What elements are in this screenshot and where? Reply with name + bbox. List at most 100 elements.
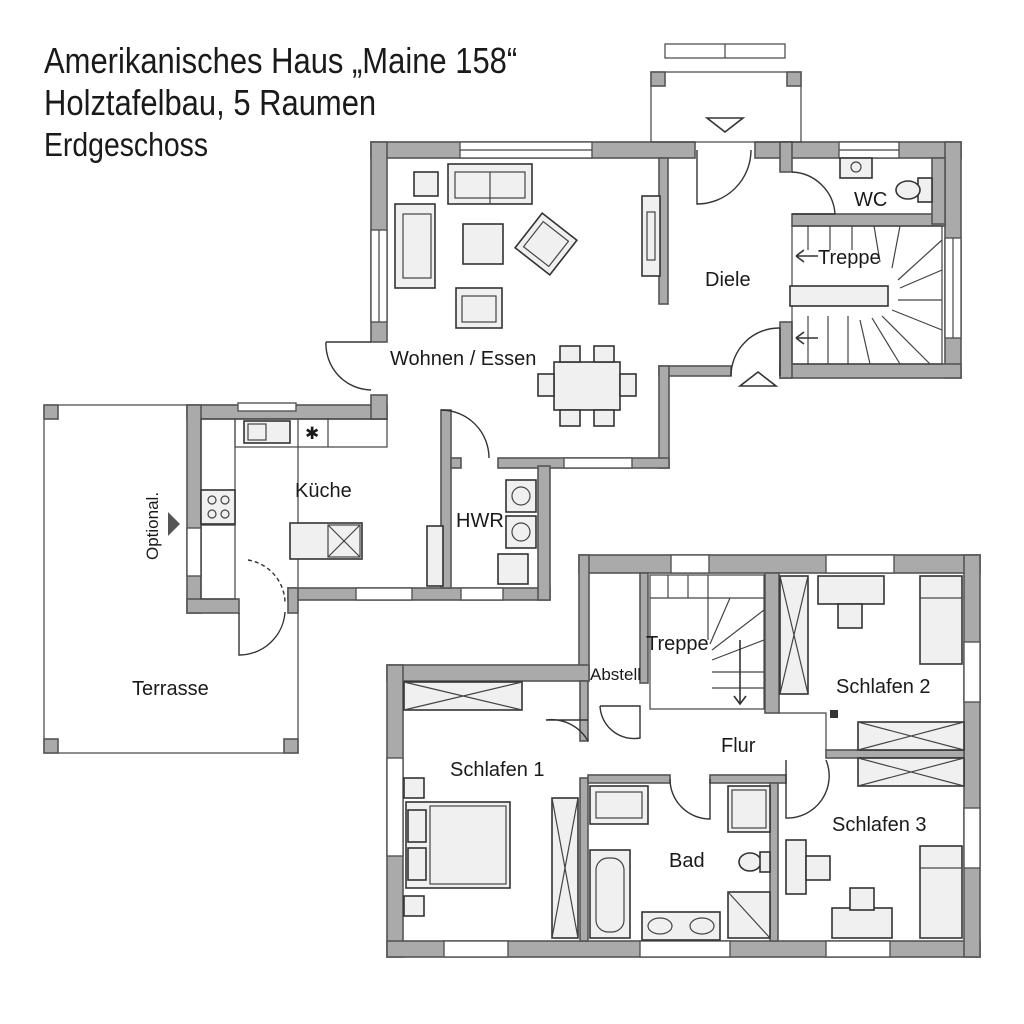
coffee-table	[462, 223, 504, 265]
wall	[791, 213, 946, 227]
window	[460, 587, 504, 601]
lower-windows	[386, 554, 981, 958]
sofa	[394, 203, 436, 289]
shower	[727, 785, 771, 833]
desk	[831, 907, 893, 939]
kitchen-door-swing	[247, 559, 286, 605]
label-bad: Bad	[669, 850, 705, 872]
light-switch	[830, 710, 838, 718]
label-schlafen1: Schlafen 1	[450, 759, 545, 781]
schlafen1-door	[545, 718, 589, 742]
bad-door	[669, 778, 711, 820]
bathroom-fixtures	[589, 785, 771, 941]
wall	[450, 457, 462, 469]
wall	[537, 465, 551, 601]
chair	[619, 373, 637, 397]
cabinet	[497, 553, 529, 585]
wc-door	[791, 171, 836, 215]
label-kueche: Küche	[295, 480, 352, 502]
wall	[287, 587, 551, 601]
window	[563, 457, 633, 469]
wall	[825, 749, 965, 759]
wall	[779, 363, 962, 379]
front-door	[696, 149, 752, 205]
kitchen-door	[238, 611, 286, 656]
upper-doors	[238, 149, 836, 656]
wall	[779, 141, 793, 173]
chair	[837, 603, 863, 629]
terrace	[43, 404, 299, 754]
label-optional: Optional.	[143, 492, 162, 560]
porch-outline	[650, 71, 802, 143]
wall	[587, 774, 671, 784]
chair	[849, 887, 875, 911]
label-hwr: HWR	[456, 510, 504, 532]
window	[443, 940, 509, 958]
stair-arrow-icon	[795, 331, 805, 345]
label-flur: Flur	[721, 735, 756, 757]
wall	[931, 157, 946, 225]
label-wc: WC	[854, 189, 887, 211]
lower-walls	[386, 554, 981, 958]
hwr-fixtures	[497, 479, 537, 585]
plan-title: Amerikanisches Haus „Maine 158“	[44, 40, 518, 81]
abstell-door	[599, 705, 641, 740]
wall	[186, 404, 202, 614]
cabinet	[426, 525, 444, 587]
chair	[559, 409, 581, 427]
label-diele: Diele	[705, 269, 751, 291]
wall	[186, 598, 240, 614]
window	[825, 940, 891, 958]
wall	[639, 572, 649, 684]
stair-upper	[789, 225, 943, 365]
kitchen-fixtures: ✱	[200, 418, 444, 600]
wall	[287, 587, 299, 614]
lower-doors	[545, 705, 838, 820]
window	[963, 641, 981, 703]
wall	[386, 664, 590, 682]
wall	[963, 554, 981, 958]
room-labels: WC Treppe Diele Wohnen / Essen Küche HWR…	[132, 189, 931, 872]
exit-arrow-icon	[737, 370, 779, 387]
window	[825, 554, 895, 574]
label-terrasse: Terrasse	[132, 678, 209, 700]
window	[670, 554, 710, 574]
label-schlafen2: Schlafen 2	[836, 676, 931, 698]
terrace-arrow-icon	[168, 512, 180, 536]
plan-subtitle: Holztafelbau, 5 Raumen	[44, 82, 377, 123]
wall	[578, 554, 590, 682]
armchair	[513, 211, 579, 277]
wall	[579, 680, 589, 742]
nightstand	[403, 777, 425, 799]
double-sink	[641, 911, 721, 941]
wall	[578, 554, 981, 574]
extractor-icon: ✱	[305, 424, 319, 443]
sink	[243, 420, 291, 444]
wc-fixtures	[839, 157, 933, 203]
bed	[919, 845, 963, 939]
schlafen3-door	[785, 759, 830, 819]
sink	[839, 157, 873, 179]
stair-door	[730, 327, 781, 377]
label-treppe-top: Treppe	[818, 247, 881, 269]
chair	[593, 345, 615, 363]
wall	[658, 365, 670, 469]
label-schlafen3: Schlafen 3	[832, 814, 927, 836]
stair-lower	[649, 574, 765, 710]
wall	[779, 321, 793, 379]
cooktop	[200, 489, 236, 525]
stair-landing	[789, 285, 889, 307]
bedroom-furniture	[403, 575, 965, 939]
label-treppe-bottom: Treppe	[646, 633, 709, 655]
stair-arrow-icon	[795, 249, 805, 263]
entrance-arrow-icon	[704, 117, 746, 134]
chair	[593, 409, 615, 427]
window	[963, 807, 981, 869]
entrance-porch	[650, 43, 802, 387]
desk	[817, 575, 885, 605]
label-wohnen-essen: Wohnen / Essen	[390, 348, 536, 370]
wall	[769, 782, 779, 942]
dryer	[505, 515, 537, 549]
terrace-post	[43, 404, 59, 420]
